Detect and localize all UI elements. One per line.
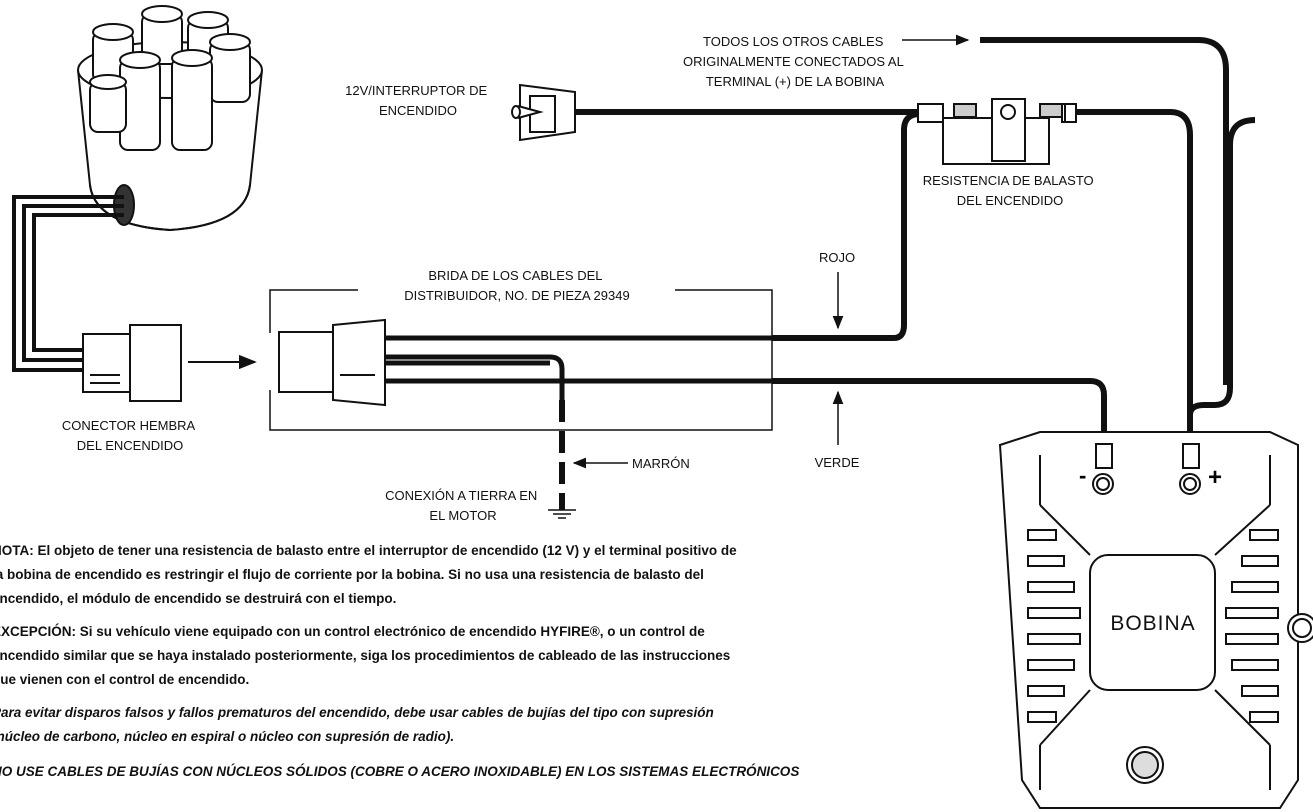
todos-label: TODOS LOS OTROS CABLES ORIGINALMENTE CON… <box>683 34 907 89</box>
ballast-resistor-icon <box>917 98 1077 165</box>
coil-fins <box>1027 529 1279 723</box>
other-cables-wire <box>980 37 1229 385</box>
resistor-out-wire <box>1073 109 1193 445</box>
ignition-switch-icon <box>511 83 576 142</box>
nota-line: la bobina de encendido es restringir el … <box>0 567 704 582</box>
conector-label: CONECTOR HEMBRA DEL ENCENDIDO <box>62 418 198 453</box>
male-connector <box>278 318 386 407</box>
coil-plus-label: + <box>1208 464 1222 491</box>
coil-plus-wire <box>1187 117 1256 440</box>
rojo-label: ROJO <box>819 250 855 265</box>
red-wire <box>772 111 921 341</box>
marron-label: MARRÓN <box>632 456 690 471</box>
verde-label: VERDE <box>815 455 860 470</box>
nouse-line: NO USE CABLES DE BUJÍAS CON NÚCLEOS SÓLI… <box>0 764 799 779</box>
tierra-label: CONEXIÓN A TIERRA EN EL MOTOR <box>385 488 541 523</box>
excepcion-line: EXCEPCIÓN: Si su vehículo viene equipado… <box>0 624 705 639</box>
bobina-label: BOBINA <box>1110 612 1195 635</box>
notes-section: NOTA: El objeto de tener una resistencia… <box>0 543 799 779</box>
excepcion-line: encendido similar que se haya instalado … <box>0 648 730 663</box>
brida-label: BRIDA DE LOS CABLES DEL DISTRIBUIDOR, NO… <box>404 268 629 303</box>
nota-line: encendido, el módulo de encendido se des… <box>0 591 396 606</box>
para-line: Para evitar disparos falsos y fallos pre… <box>0 705 714 720</box>
resistencia-label: RESISTENCIA DE BALASTO DEL ENCENDIDO <box>923 173 1098 208</box>
para-line: (núcleo de carbono, núcleo en espiral o … <box>0 729 454 744</box>
ground-icon <box>548 509 576 519</box>
interruptor-label: 12V/INTERRUPTOR DE ENCENDIDO <box>345 83 491 118</box>
coil-icon <box>998 431 1313 809</box>
harness-wires <box>385 335 772 400</box>
nota-line: NOTA: El objeto de tener una resistencia… <box>0 543 737 558</box>
distributor-cap-icon <box>77 5 263 232</box>
brida-box <box>269 289 773 431</box>
coil-minus-label: - <box>1079 463 1086 488</box>
excepcion-line: que vienen con el control de encendido. <box>0 672 249 687</box>
distributor-wires <box>12 195 124 372</box>
green-wire <box>772 378 1107 440</box>
female-connector <box>82 324 182 402</box>
